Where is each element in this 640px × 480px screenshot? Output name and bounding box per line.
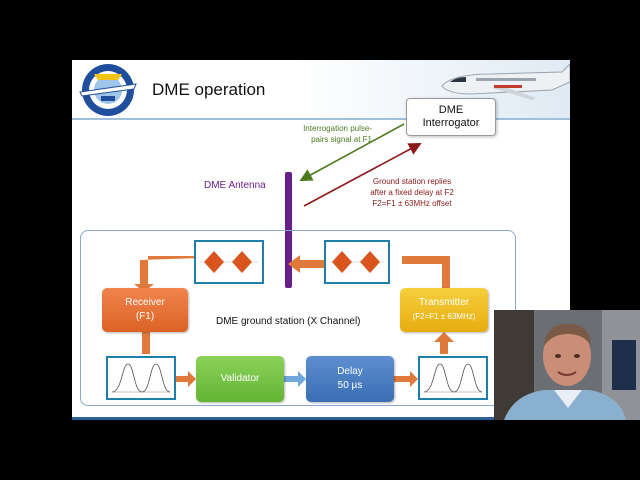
transmitter-frequency: (F2=F1 ± 63MHz) [412,312,476,321]
flow-connector [142,332,150,354]
flow-arrow [284,371,306,387]
validator-block: Validator [196,356,284,402]
note-line: Ground station replies [372,177,452,186]
note-line: Interrogation pulse- [303,124,372,133]
ground-station-label: DME ground station (X Channel) [216,316,361,327]
reply-arrow [303,142,422,207]
note-line: after a fixed delay at F2 [370,188,454,197]
interrogation-signal-note: Interrogation pulse- pairs signal at F1 [262,123,372,145]
flow-arrow [176,371,196,387]
interrogator-line1: DME [438,104,464,116]
gaussian-pulse-scope-icon [418,356,488,400]
pulse-pair-scope-icon [324,240,390,284]
flow-arrow [394,371,418,387]
delay-label: Delay [337,366,363,377]
delay-value: 50 µs [337,380,363,391]
reply-signal-note: Ground station replies after a fixed del… [362,176,462,209]
antenna-label: DME Antenna [204,180,266,191]
note-line: F2=F1 ± 63MHz offset [372,199,452,208]
gaussian-pulse-scope-icon [106,356,176,400]
presenter-webcam [494,310,640,420]
pulse-pair-scope-icon [194,240,264,284]
presentation-slide: DME operation DME Interrogator Interroga… [72,60,570,420]
receiver-frequency: (F1) [135,311,155,322]
flow-arrow [434,332,454,354]
university-logo-icon [74,62,144,118]
header-divider [72,118,570,120]
flow-arrow [288,255,324,273]
flow-arrow [402,256,450,288]
interrogation-arrow [299,123,405,182]
transmitter-label: Transmitter [418,297,470,308]
page-title: DME operation [152,80,266,99]
transmitter-block: Transmitter (F2=F1 ± 63MHz) [400,288,488,332]
receiver-label: Receiver [125,297,165,308]
footer-rule [72,417,570,420]
note-line: pairs signal at F1 [311,135,372,144]
dme-interrogator-box: DME Interrogator [406,98,496,136]
receiver-block: Receiver (F1) [102,288,188,332]
delay-block: Delay 50 µs [306,356,394,402]
aircraft-icon [432,60,570,104]
interrogator-line2: Interrogator [422,117,480,129]
